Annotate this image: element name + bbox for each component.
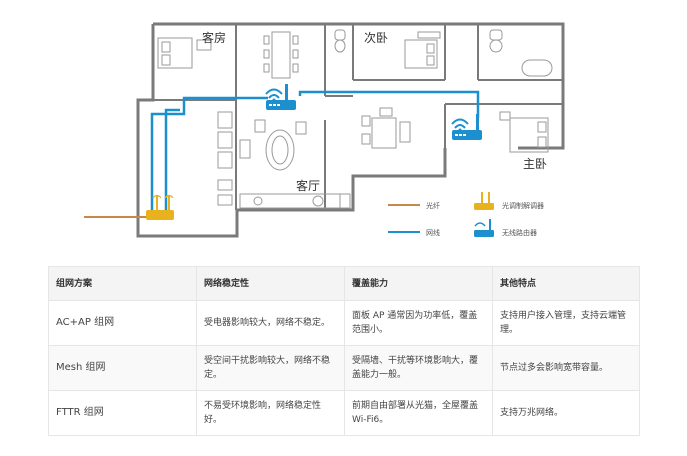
floor-plan-diagram: 客房 次卧 主卧 客厅 光纤 网线 xyxy=(84,22,565,238)
header-scheme: 组网方案 xyxy=(48,266,197,301)
second-bedroom-bed xyxy=(404,31,441,69)
row-stability: 受电器影响较大，网络不稳定。 xyxy=(196,300,345,346)
row-scheme: Mesh 组网 xyxy=(48,345,197,391)
cable-line-to-living-router xyxy=(150,96,268,212)
table-header-row: 组网方案 网络稳定性 覆盖能力 其他特点 xyxy=(48,266,640,301)
legend-modem-label: 光调制解调器 xyxy=(502,201,544,210)
legend-fiber-label: 光纤 xyxy=(426,201,440,210)
wireless-router-icon xyxy=(451,114,482,140)
room-label-second-bedroom: 次卧 xyxy=(364,31,388,45)
sofa-set xyxy=(361,107,411,149)
bathroom-fixtures xyxy=(334,29,553,77)
row-scheme: AC+AP 组网 xyxy=(48,300,197,346)
header-stability: 网络稳定性 xyxy=(196,266,345,301)
legend-modem-icon xyxy=(474,192,494,210)
walls xyxy=(136,22,565,238)
wireless-router-icon xyxy=(265,84,296,110)
cable-line-to-bedroom-router xyxy=(164,108,180,212)
row-coverage: 前期自由部署从光猫，全屋覆盖 Wi-Fi6。 xyxy=(344,390,493,436)
legend-router-label: 无线路由器 xyxy=(502,228,537,237)
table-row: FTTR 组网 不易受环境影响，网络稳定性好。 前期自由部署从光猫，全屋覆盖 W… xyxy=(48,390,640,436)
optical-modem-icon xyxy=(146,194,174,220)
table-row: Mesh 组网 受空间干扰影响较大，网络不稳定。 受隔墙、干扰等环境影响大，覆盖… xyxy=(48,345,640,391)
row-features: 节点过多会影响宽带容量。 xyxy=(492,345,640,391)
table-row: AC+AP 组网 受电器影响较大，网络不稳定。 面板 AP 通常因为功率低，覆盖… xyxy=(48,300,640,346)
row-features: 支持用户接入管理，支持云端管理。 xyxy=(492,300,640,346)
room-label-living-room: 客厅 xyxy=(296,178,320,193)
master-bedroom-bed xyxy=(499,111,549,153)
header-coverage: 覆盖能力 xyxy=(344,266,493,301)
room-label-master-bedroom: 主卧 xyxy=(523,157,547,171)
row-stability: 不易受环境影响，网络稳定性好。 xyxy=(196,390,345,436)
row-scheme: FTTR 组网 xyxy=(48,390,197,436)
legend-cable-label: 网线 xyxy=(426,228,440,237)
legend: 光纤 网线 光调制解调器 无线路由器 xyxy=(388,192,544,237)
header-features: 其他特点 xyxy=(492,266,640,301)
row-coverage: 受隔墙、干扰等环境影响大，覆盖能力一般。 xyxy=(344,345,493,391)
row-stability: 受空间干扰影响较大，网络不稳定。 xyxy=(196,345,345,391)
legend-router-icon xyxy=(474,219,494,237)
row-features: 支持万兆网络。 xyxy=(492,390,640,436)
networking-comparison-table: 组网方案 网络稳定性 覆盖能力 其他特点 AC+AP 组网 受电器影响较大，网络… xyxy=(48,266,640,436)
guest-room-furniture xyxy=(157,37,212,69)
room-label-guest-room: 客房 xyxy=(202,30,226,45)
lounge-furniture xyxy=(217,111,351,209)
cable-line-to-master-router xyxy=(298,90,480,118)
row-coverage: 面板 AP 通常因为功率低，覆盖范围小。 xyxy=(344,300,493,346)
dining-table xyxy=(263,31,299,79)
